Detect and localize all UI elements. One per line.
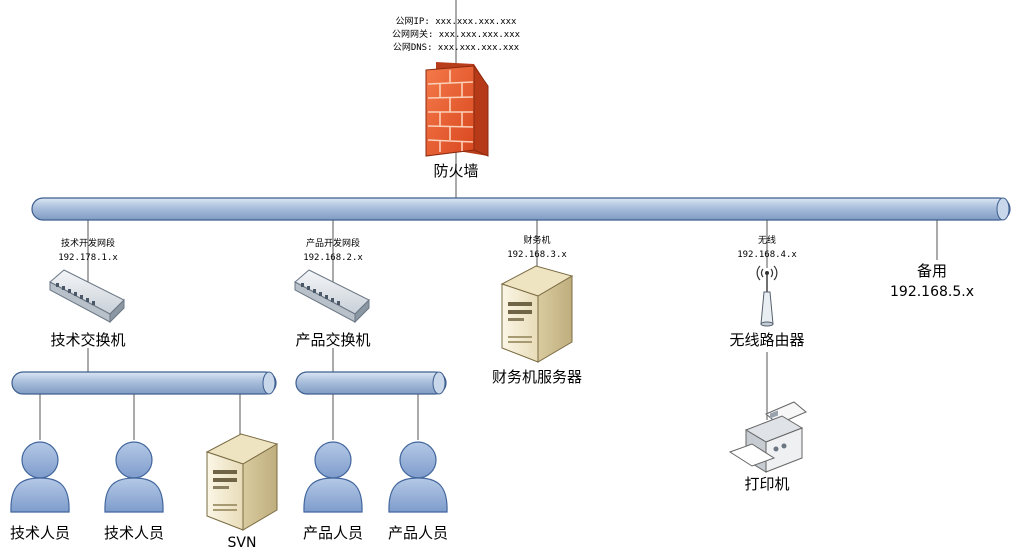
- wireless-segment-name: 无线: [758, 234, 776, 246]
- finance-server-label: 财务机服务器: [492, 368, 582, 386]
- wan-dns-text: 公网DNS: xxx.xxx.xxx.xxx: [393, 42, 520, 53]
- printer-icon: [728, 401, 807, 473]
- firewall-label: 防火墙: [433, 162, 478, 180]
- spare-segment-subnet: 192.168.5.x: [890, 284, 974, 300]
- product-user-1-icon: [303, 441, 363, 513]
- product-user-1-label: 产品人员: [303, 524, 363, 542]
- firewall-icon: [425, 62, 489, 157]
- product-user-2-icon: [388, 441, 448, 513]
- finance-server-icon: [500, 265, 574, 363]
- backbone-bus: [31, 197, 1011, 221]
- product-user-2-label: 产品人员: [388, 524, 448, 542]
- tech-user-2-icon: [104, 441, 164, 513]
- product-switch-icon: [294, 269, 370, 324]
- product-switch-label: 产品交换机: [295, 331, 370, 349]
- product-segment-subnet: 192.168.2.x: [303, 253, 363, 263]
- wireless-segment-subnet: 192.168.4.x: [737, 250, 797, 260]
- spare-segment-name: 备用: [917, 262, 947, 280]
- tech-user-1-label: 技术人员: [10, 524, 70, 542]
- finance-segment-name: 财务机: [523, 234, 550, 246]
- svn-server-icon: [205, 433, 279, 531]
- tech-user-2-label: 技术人员: [104, 524, 164, 542]
- tech-user-1-icon: [10, 441, 70, 513]
- tech-bus: [11, 371, 277, 395]
- finance-segment-subnet: 192.168.3.x: [507, 250, 567, 260]
- tech-switch-label: 技术交换机: [50, 331, 125, 349]
- tech-segment-subnet: 192.178.1.x: [58, 253, 118, 263]
- wan-gateway-text: 公网网关: xxx.xxx.xxx.xxx: [392, 28, 521, 40]
- tech-switch-icon: [49, 269, 125, 324]
- wan-ip-text: 公网IP: xxx.xxx.xxx.xxx: [396, 16, 518, 27]
- tech-segment-name: 技术开发网段: [61, 237, 115, 249]
- svn-label: SVN: [228, 535, 257, 551]
- product-segment-name: 产品开发网段: [306, 237, 360, 249]
- printer-label: 打印机: [744, 475, 789, 493]
- wireless-router-icon: [756, 265, 778, 327]
- wireless-router-label: 无线路由器: [729, 331, 804, 349]
- product-bus: [295, 371, 447, 395]
